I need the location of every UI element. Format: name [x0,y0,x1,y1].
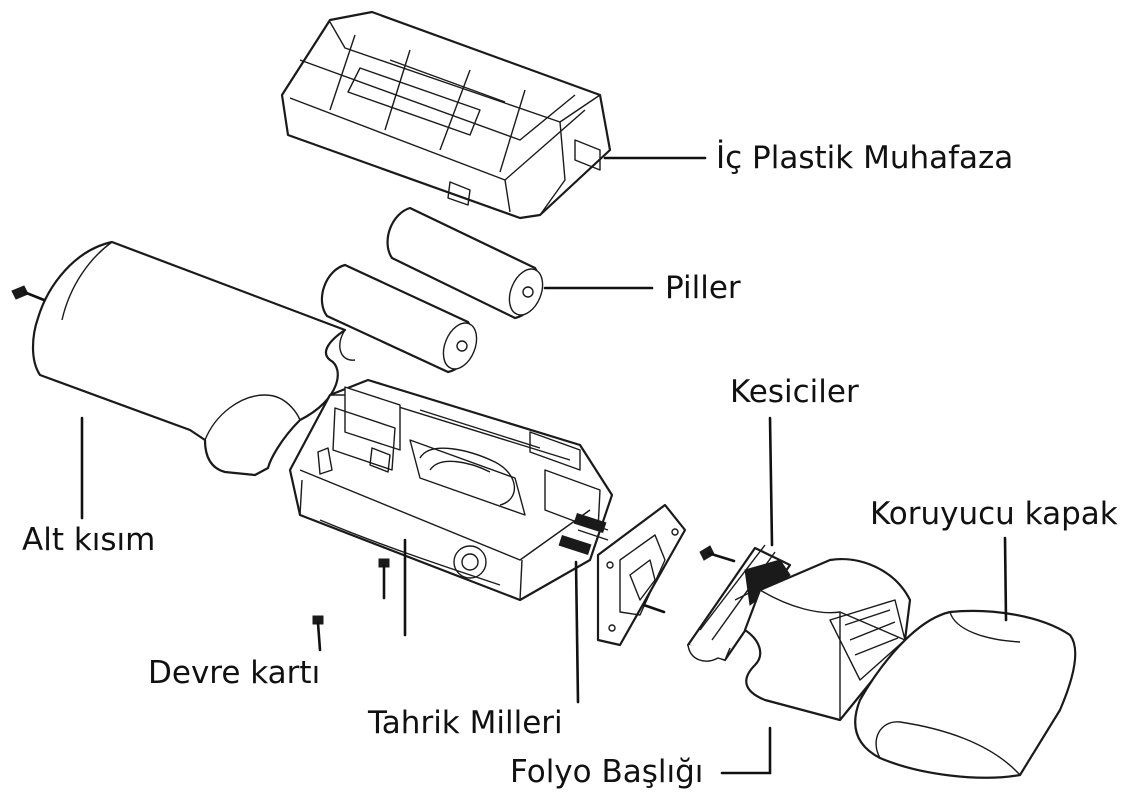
foil-head-part [743,558,912,722]
circuit-board-chassis-part [288,378,614,602]
cutters-part [686,544,792,662]
screw-bottom-1 [378,558,390,600]
inner-plastic-housing-part [280,10,612,220]
label-drive-shafts: Tahrik Milleri [367,705,563,741]
leader-drive-shafts [574,560,580,704]
label-circuit-board: Devre kartı [148,655,320,691]
leader-foil-head [720,726,772,775]
drive-shafts-part [558,512,609,556]
protective-cap-part [854,609,1077,779]
label-bottom: Alt kısım [22,522,155,558]
screw-bottom-2 [312,615,324,652]
label-inner-plastic-housing: İç Plastik Muhafaza [716,140,1013,176]
screw-right-1 [699,545,736,563]
leader-protective-cap [1003,536,1008,622]
battery-upper [386,206,544,320]
leader-cutters [768,416,774,547]
label-cutters: Kesiciler [730,374,859,410]
screw-top-left [11,285,46,302]
battery-lower [320,263,478,374]
label-protective-cap: Koruyucu kapak [870,496,1118,532]
gasket-plate-part [596,503,687,647]
bottom-shell-part [31,240,356,477]
label-batteries: Piller [665,270,741,306]
label-foil-head: Folyo Başlığı [510,754,703,790]
